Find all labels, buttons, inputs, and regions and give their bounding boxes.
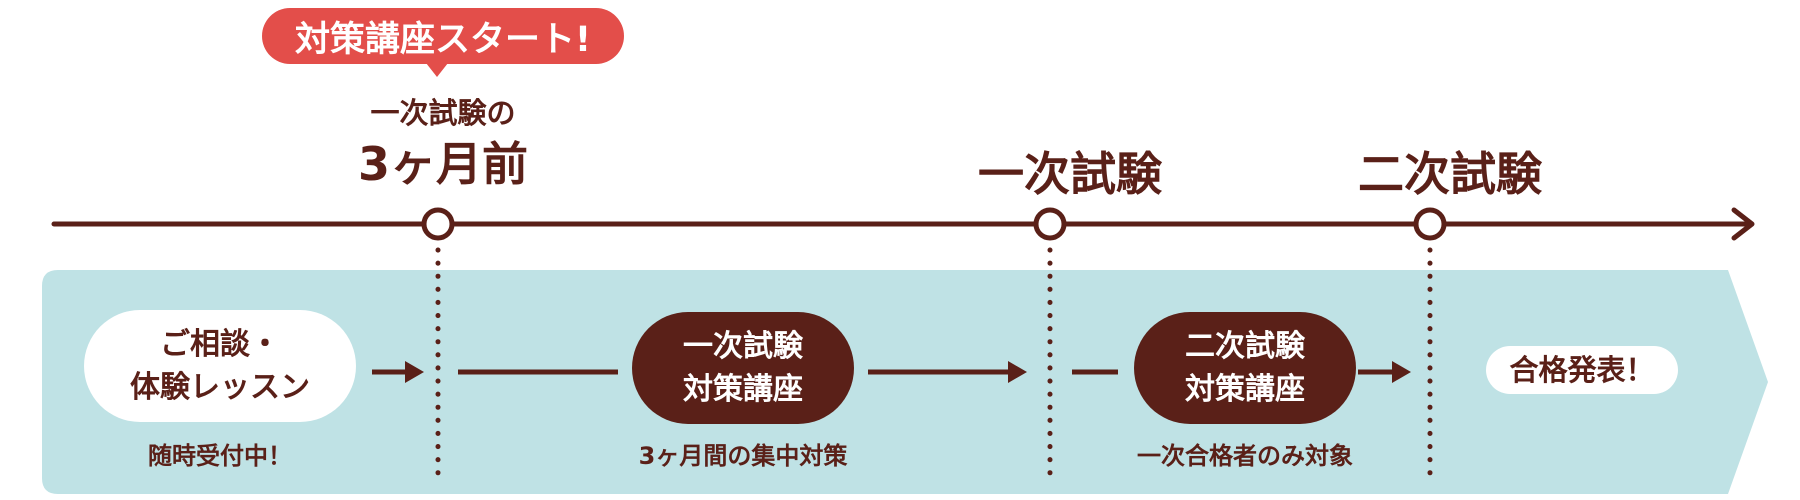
flow-arrow-1 [372, 361, 424, 383]
course-start-callout-label: 対策講座スタート! [295, 19, 591, 60]
step-second-course-note: 一次合格者のみ対象 [1137, 442, 1353, 470]
milestone-marker-second-exam [1413, 207, 1447, 241]
milestone-label-second-exam: 二次試験 [1358, 147, 1542, 201]
timeline-arrowhead [1731, 207, 1755, 241]
step-consultation-line2: 体験レッスン [130, 370, 310, 405]
step-second-course: 二次試験 対策講座 [1134, 312, 1356, 424]
step-first-course-note: 3ヶ月間の集中対策 [638, 442, 848, 470]
flow-arrow-5 [1358, 361, 1411, 383]
flow-arrow-3 [868, 361, 1027, 383]
milestone-marker-first-exam [1033, 207, 1067, 241]
step-first-course-line1: 一次試験 [683, 328, 803, 364]
step-first-course-line2: 対策講座 [683, 372, 803, 407]
step-first-course: 一次試験 対策講座 [632, 312, 854, 424]
callout-pointer [426, 63, 448, 77]
step-consultation: ご相談・ 体験レッスン [84, 310, 356, 422]
step-result: 合格発表！ [1486, 346, 1678, 394]
course-start-callout: 対策講座スタート! [262, 8, 624, 64]
step-result-label: 合格発表！ [1509, 352, 1655, 387]
milestone-label-three-months: 3ヶ月前 [357, 137, 528, 191]
step-second-course-line2: 対策講座 [1185, 372, 1305, 407]
step-consultation-line1: ご相談・ [160, 326, 280, 362]
step-consultation-note: 随時受付中！ [148, 442, 292, 470]
milestone-prefix-three-months: 一次試験の [370, 96, 516, 130]
step-second-course-line1: 二次試験 [1185, 328, 1305, 364]
milestone-label-first-exam: 一次試験 [978, 147, 1162, 201]
milestone-marker-three-months [421, 207, 455, 241]
